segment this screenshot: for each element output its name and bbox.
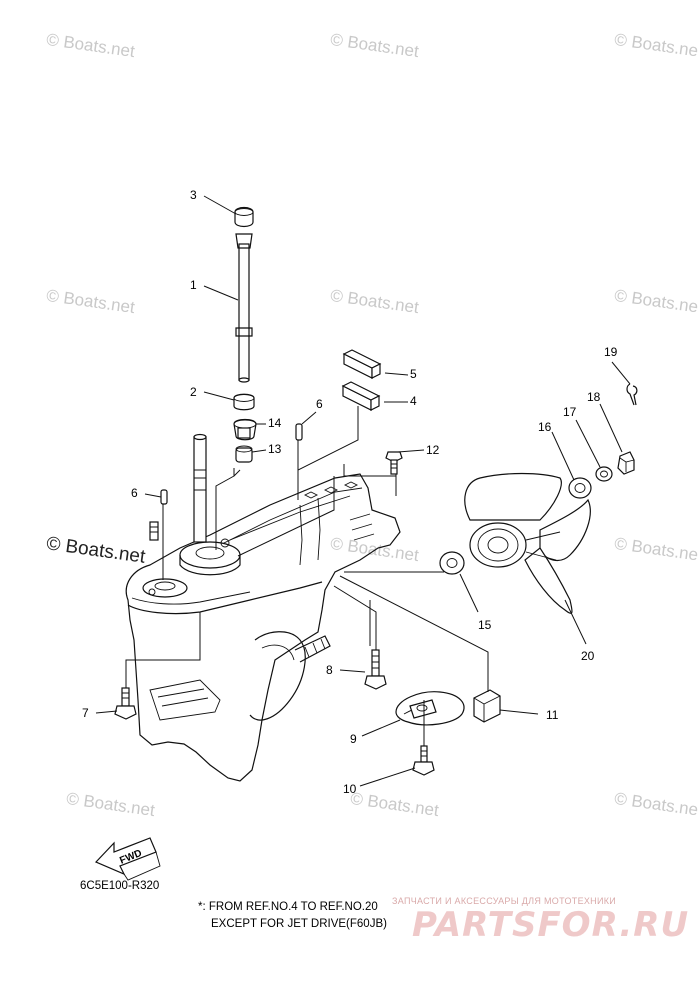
callout-10: 10 [343, 782, 357, 796]
callout-2: 2 [190, 385, 197, 399]
callout-6-left: 6 [131, 486, 138, 500]
diagram-code: 6C5E100-R320 [80, 880, 160, 892]
seal-14 [233, 418, 257, 441]
callout-5: 5 [410, 367, 417, 381]
seal-4 [341, 381, 381, 411]
grommet-2 [233, 393, 255, 411]
brand-logo: PARTSFOR.RU [412, 905, 690, 945]
thrust-washer-15 [439, 551, 465, 575]
fwd-arrow-icon: FWD [94, 837, 161, 881]
callout-6-right: 6 [316, 397, 323, 411]
bolt-10 [412, 745, 435, 776]
water-tube [235, 233, 253, 383]
propeller-nut-18 [617, 451, 635, 475]
callout-7: 7 [82, 706, 89, 720]
bolt-7 [114, 687, 137, 720]
callout-9: 9 [350, 732, 357, 746]
bolt-12 [385, 451, 403, 475]
bush-13 [235, 445, 253, 463]
seal-5 [342, 349, 382, 379]
dowel-pin-6-right [295, 423, 303, 441]
propeller-20 [464, 472, 591, 614]
callout-3: 3 [190, 188, 197, 202]
stud [149, 521, 159, 541]
lower-casing [125, 473, 401, 782]
callout-1: 1 [190, 278, 197, 292]
dowel-pin-6-left [160, 489, 168, 505]
drive-shaft-lower [193, 433, 207, 543]
callout-14: 14 [268, 416, 282, 430]
callout-13: 13 [268, 442, 282, 456]
washer-17 [595, 466, 613, 482]
callout-15: 15 [478, 618, 492, 632]
callout-16: 16 [538, 420, 552, 434]
bolt-8 [364, 649, 387, 690]
callout-12: 12 [426, 443, 440, 457]
trim-tab-9 [395, 691, 465, 726]
callout-8: 8 [326, 663, 333, 677]
leader-lines [95, 195, 631, 787]
anode-11 [473, 689, 501, 723]
assembly-lines [125, 406, 489, 746]
fwd-label: FWD [118, 848, 143, 867]
callout-4: 4 [410, 394, 417, 408]
spacer-16 [568, 477, 592, 499]
callout-19: 19 [604, 345, 618, 359]
footnote-line-2: EXCEPT FOR JET DRIVE(F60JB) [211, 918, 387, 930]
callout-18: 18 [587, 390, 601, 404]
callout-11: 11 [546, 708, 559, 722]
callout-17: 17 [563, 405, 577, 419]
cotter-pin-19 [626, 383, 638, 406]
callout-20: 20 [581, 649, 595, 663]
brand-tagline: ЗАПЧАСТИ И АКСЕССУАРЫ ДЛЯ МОТОТЕХНИКИ [392, 896, 617, 906]
footnote-line-1: *: FROM REF.NO.4 TO REF.NO.20 [198, 901, 378, 913]
grommet-3 [234, 206, 254, 228]
